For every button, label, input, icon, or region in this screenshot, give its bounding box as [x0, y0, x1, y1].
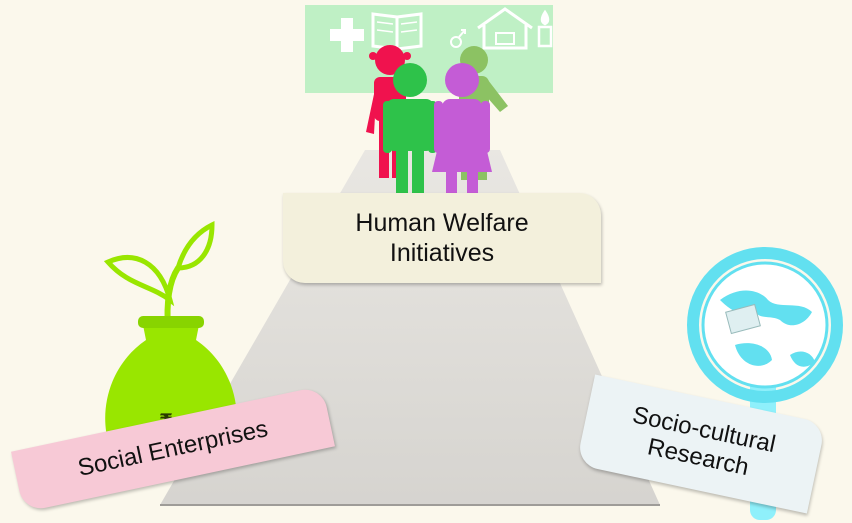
globe-icon — [701, 261, 829, 389]
human-welfare-text: Human Welfare Initiatives — [355, 209, 529, 267]
socio-cultural-text: Socio-cultural Research — [630, 401, 778, 482]
medical-cross-icon — [330, 18, 364, 52]
candle-icon — [537, 9, 553, 48]
human-welfare-label: Human Welfare Initiatives — [283, 193, 601, 283]
person-green-figure — [383, 63, 437, 198]
venus-mars-icon — [450, 29, 466, 48]
person-purple-figure — [432, 63, 492, 198]
house-icon — [477, 7, 533, 50]
plant-sprout-icon — [103, 220, 215, 333]
